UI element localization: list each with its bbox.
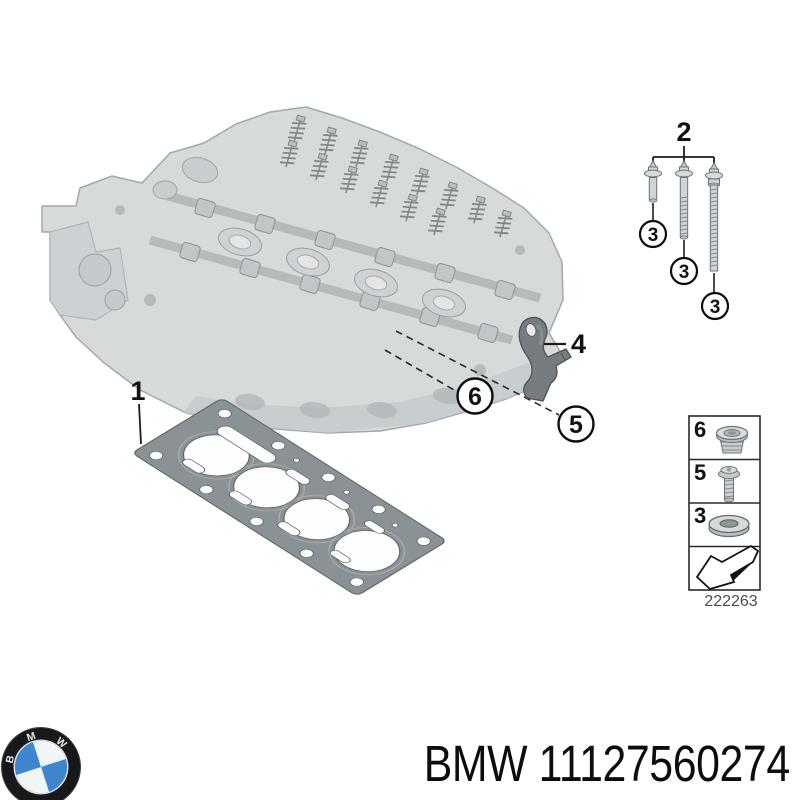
part-title: BMW 11127560274	[423, 735, 790, 792]
callout-4: 4	[544, 329, 586, 359]
logo-letter-m: M	[25, 730, 37, 744]
leader-line-callout-1	[138, 403, 142, 445]
svg-text:3: 3	[679, 262, 690, 283]
callout-4-label: 4	[571, 329, 586, 359]
engine-illustration	[41, 106, 564, 434]
legend-row-washer: 3	[694, 503, 750, 538]
direction-arrow-icon	[695, 544, 760, 591]
svg-text:3: 3	[710, 297, 721, 318]
callout-circle-3a: 3	[638, 219, 668, 249]
bolt-long-illustration	[705, 162, 723, 293]
logo-quadrant-tr	[32, 741, 66, 767]
svg-text:5: 5	[569, 411, 583, 439]
legend-row-screw: 5	[694, 460, 740, 503]
svg-text:6: 6	[468, 383, 482, 411]
sealing-plug-icon	[715, 425, 749, 454]
legend-label-3: 3	[694, 503, 706, 528]
bolt-short-illustration	[644, 160, 662, 221]
legend-label-5: 5	[694, 460, 706, 485]
bolt-medium-illustration	[675, 160, 693, 258]
bolt-group: 2 3	[638, 117, 730, 321]
drawing-number: 222263	[704, 593, 757, 610]
callout-circle-6: 6	[456, 377, 494, 415]
callout-circle-3b: 3	[669, 256, 699, 286]
callout-2-label: 2	[676, 117, 691, 147]
bmw-logo: B M W	[0, 727, 84, 800]
callout-1: 1	[130, 376, 146, 445]
logo-quadrant-bl	[16, 767, 50, 793]
logo-quadrant-tl	[15, 742, 41, 776]
callout-circle-3c: 3	[700, 291, 730, 321]
leader-line-callout-6	[384, 349, 457, 392]
washer-icon	[708, 514, 750, 538]
legend-label-6: 6	[694, 417, 706, 442]
callout-circle-5: 5	[557, 405, 595, 443]
callout-1-label: 1	[130, 376, 145, 406]
logo-quadrant-br	[41, 758, 67, 792]
spark-plug-wells	[218, 227, 466, 318]
leader-line-callout-5	[395, 330, 560, 416]
logo-letter-b: B	[4, 754, 18, 765]
bracket-illustration	[518, 316, 572, 402]
legend-row-plug: 6	[694, 417, 749, 454]
screw-icon	[718, 466, 740, 503]
head-gasket-illustration	[134, 399, 445, 595]
legend-box: 6 5	[688, 415, 761, 591]
svg-text:3: 3	[648, 225, 659, 246]
